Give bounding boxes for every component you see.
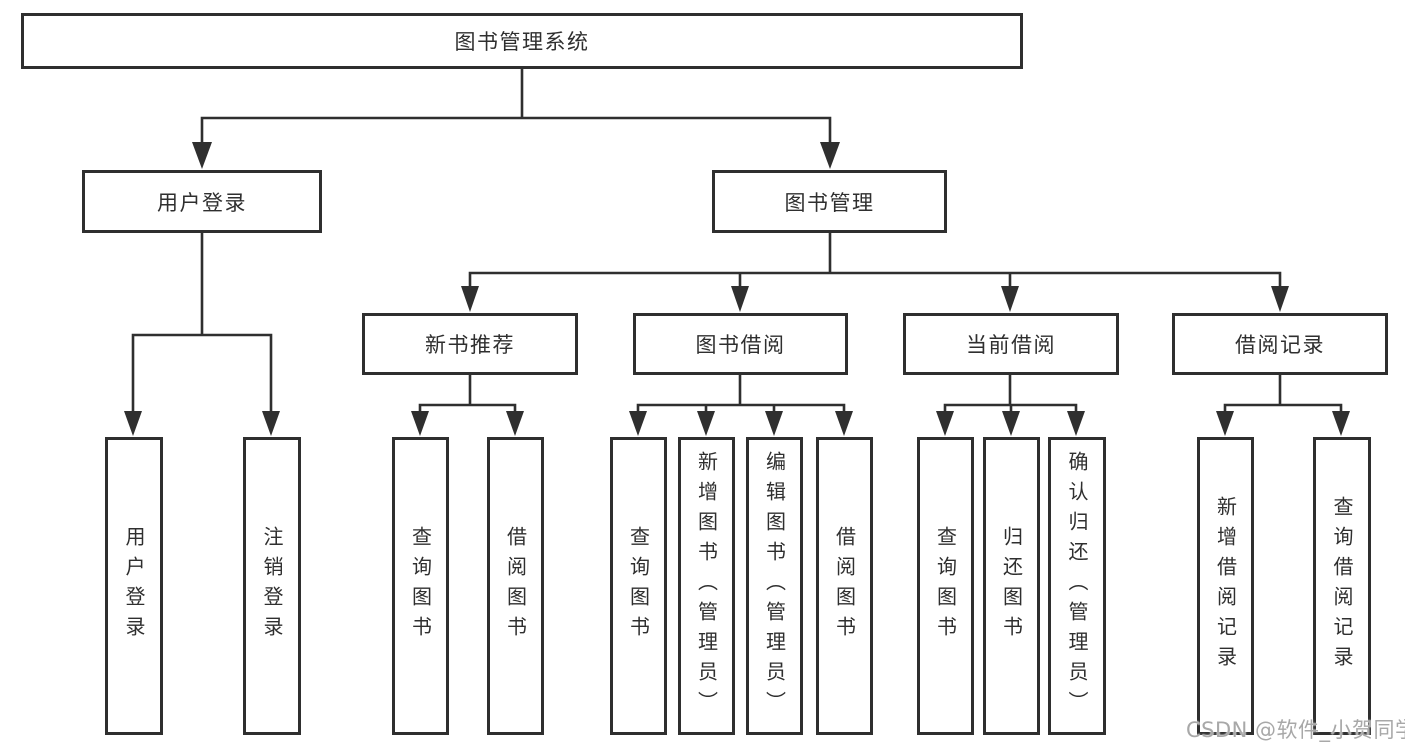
node-new-book-recommend: 新书推荐 bbox=[362, 313, 578, 375]
node-user-login: 用户登录 bbox=[82, 170, 322, 233]
node-current-borrow: 当前借阅 bbox=[903, 313, 1119, 375]
leaf-label: 编辑图书（管理员） bbox=[762, 451, 787, 721]
leaf-confirm-return-admin: 确认归还（管理员） bbox=[1048, 437, 1106, 735]
down-arrowhead-icon bbox=[506, 411, 524, 436]
leaf-label: 新增借阅记录 bbox=[1213, 496, 1238, 676]
down-arrowhead-icon bbox=[124, 411, 142, 436]
leaf-label: 查询图书 bbox=[933, 526, 958, 646]
leaf-label: 借阅图书 bbox=[832, 526, 857, 646]
leaf-label: 归还图书 bbox=[999, 526, 1024, 646]
tree-edges bbox=[131, 67, 1343, 415]
leaf-label: 借阅图书 bbox=[503, 526, 528, 646]
down-arrowhead-icon bbox=[1067, 411, 1085, 436]
down-arrowhead-icon bbox=[461, 286, 479, 312]
leaf-query-books-recommend: 查询图书 bbox=[392, 437, 449, 735]
down-arrowhead-icon bbox=[697, 411, 715, 436]
leaf-label: 用户登录 bbox=[122, 526, 146, 646]
leaf-query-borrow-record: 查询借阅记录 bbox=[1313, 437, 1371, 735]
node-library-system: 图书管理系统 bbox=[21, 13, 1023, 69]
leaf-edit-books-admin: 编辑图书（管理员） bbox=[746, 437, 803, 735]
down-arrowhead-icon bbox=[936, 411, 954, 436]
down-arrowhead-icon bbox=[1001, 286, 1019, 312]
csdn-watermark: CSDN @软件_小贺同学 bbox=[1186, 718, 1405, 742]
down-arrowhead-icon bbox=[1332, 411, 1350, 436]
leaf-return-books: 归还图书 bbox=[983, 437, 1040, 735]
node-book-borrow: 图书借阅 bbox=[633, 313, 848, 375]
node-book-management: 图书管理 bbox=[712, 170, 947, 233]
leaf-borrow-books: 借阅图书 bbox=[816, 437, 873, 735]
down-arrowhead-icon bbox=[192, 142, 212, 169]
down-arrowhead-icon bbox=[731, 286, 749, 312]
down-arrowhead-icon bbox=[629, 411, 647, 436]
down-arrowhead-icon bbox=[1271, 286, 1289, 312]
leaf-user-login: 用户登录 bbox=[105, 437, 163, 735]
leaf-query-books-borrow: 查询图书 bbox=[610, 437, 667, 735]
leaf-label: 新增图书（管理员） bbox=[694, 451, 719, 721]
node-borrow-records: 借阅记录 bbox=[1172, 313, 1388, 375]
leaf-label: 查询借阅记录 bbox=[1330, 496, 1354, 676]
leaf-label: 查询图书 bbox=[408, 526, 433, 646]
leaf-logout: 注销登录 bbox=[243, 437, 301, 735]
leaf-add-books-admin: 新增图书（管理员） bbox=[678, 437, 735, 735]
leaf-label: 查询图书 bbox=[626, 526, 651, 646]
leaf-query-books-current: 查询图书 bbox=[917, 437, 974, 735]
down-arrowhead-icon bbox=[262, 411, 280, 436]
down-arrowhead-icon bbox=[835, 411, 853, 436]
leaf-label: 确认归还（管理员） bbox=[1065, 451, 1089, 721]
leaf-label: 注销登录 bbox=[260, 526, 284, 646]
down-arrowhead-icon bbox=[411, 411, 429, 436]
down-arrowhead-icon bbox=[1002, 411, 1020, 436]
leaf-add-borrow-record: 新增借阅记录 bbox=[1197, 437, 1254, 735]
down-arrowhead-icon bbox=[765, 411, 783, 436]
down-arrowhead-icon bbox=[1216, 411, 1234, 436]
leaf-borrow-books-recommend: 借阅图书 bbox=[487, 437, 544, 735]
down-arrowhead-icon bbox=[820, 142, 840, 169]
